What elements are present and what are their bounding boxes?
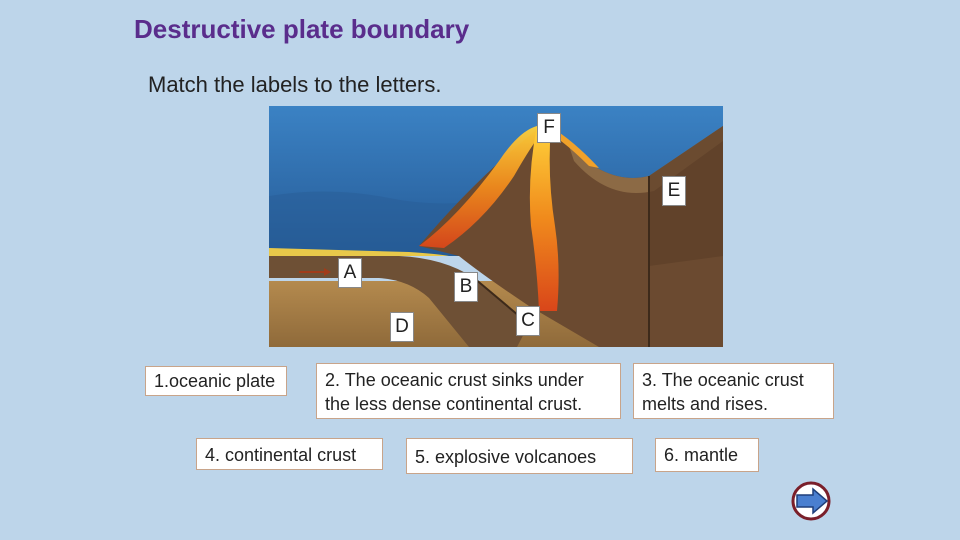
page-title: Destructive plate boundary [134,14,470,44]
instruction-text: Match the labels to the letters. [148,72,442,97]
card-mantle[interactable]: 6. mantle [655,438,759,472]
next-slide-button[interactable] [789,481,833,521]
label-letter-c: C [516,306,540,336]
label-letter-e: E [662,176,686,206]
card-crust-melts[interactable]: 3. The oceanic crust melts and rises. [633,363,834,419]
label-letter-d: D [390,312,414,342]
card-crust-sinks[interactable]: 2. The oceanic crust sinks under the les… [316,363,621,419]
label-letter-b: B [454,272,478,302]
card-continental-crust[interactable]: 4. continental crust [196,438,383,470]
label-letter-a: A [338,258,362,288]
diagram-illustration [269,106,723,347]
label-letter-f: F [537,113,561,143]
plate-boundary-diagram [269,106,723,347]
card-oceanic-plate[interactable]: 1.oceanic plate [145,366,287,396]
card-explosive-volcanoes[interactable]: 5. explosive volcanoes [406,438,633,474]
right-arrow-icon [791,481,831,521]
